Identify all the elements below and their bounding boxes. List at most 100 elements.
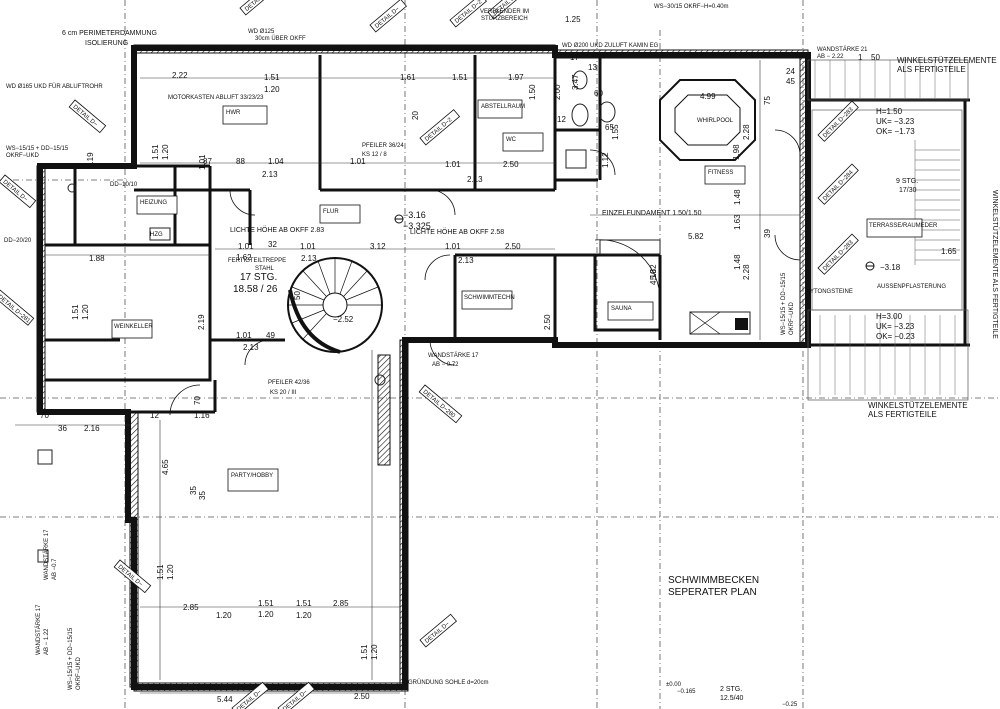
dim: 50: [871, 53, 880, 62]
note: AUSSENPFLASTERUNG: [877, 284, 946, 290]
note: DD−10/10: [110, 182, 138, 188]
note: −0.165: [677, 689, 696, 695]
note: 17 STG.: [240, 272, 277, 283]
room-label-boxes: [111, 99, 923, 492]
dim: 2.13: [301, 254, 317, 263]
dim: 2.13: [262, 170, 278, 179]
dim: 1.01: [198, 154, 207, 170]
note: WINKELSTÜTZELEMENTE ALS FERTIGTEILE: [991, 190, 999, 339]
note: WS−30/15 OKRF−H=0.40m: [654, 4, 729, 10]
dim: 17: [570, 53, 579, 62]
dim: 1.01: [445, 242, 461, 251]
note: UK= −3.23: [876, 117, 915, 126]
note: AB − 0.72: [432, 362, 459, 368]
dim: 70: [193, 396, 202, 405]
dim: 1.97: [508, 73, 524, 82]
annotations: 6 cm PERIMETERDAMMUNG ISOLIERUNG WD Ø125…: [4, 4, 999, 708]
sanitary-fixtures: [37, 70, 751, 563]
note: MOTORKASTEN ABLUFT 33/23/23: [168, 95, 264, 101]
dim: 2.50: [505, 242, 521, 251]
dim: 12: [150, 411, 159, 420]
note: 5.82: [688, 232, 704, 241]
dim: 1.51: [360, 644, 369, 660]
dim: 4.65: [161, 459, 170, 475]
room-name-whirlpool: WHIRLPOOL: [697, 118, 734, 124]
note: H=1.50: [876, 107, 903, 116]
dim: 1.25: [565, 15, 581, 24]
note: AB − 2.22: [817, 54, 844, 60]
note: GRÜNDUNG SOHLE d=20cm: [408, 679, 489, 686]
note: STURZBEREICH: [481, 16, 528, 22]
room-name-flur: FLUR: [323, 209, 339, 215]
dim: 13: [588, 63, 597, 72]
dimension-values: 2.22 1.51 1.20 1.61 1.51 1.97 1.25 1.50 …: [40, 15, 957, 704]
dim: 1.51: [151, 144, 160, 160]
dim: 5.44: [217, 695, 233, 704]
detail-tag: DETAIL D−280: [422, 389, 457, 420]
note: 1.20: [258, 610, 274, 619]
dim: 1.01: [350, 157, 366, 166]
dim: 2.16: [84, 424, 100, 433]
dim: 1.20: [161, 144, 170, 160]
note: ALS FERTIGTEILE: [868, 410, 937, 419]
dim: 60: [594, 89, 603, 98]
detail-tag: DETAIL D−2: [424, 117, 454, 143]
note: OKRF−UKD: [789, 301, 795, 335]
note: HZG: [150, 232, 163, 238]
dim: 1.62: [236, 253, 252, 262]
note: KS 12 / 8: [362, 152, 387, 158]
dim: 65: [605, 123, 614, 132]
dim: 2.13: [243, 343, 259, 352]
note: −0.25: [782, 702, 798, 708]
note: WS−15/15 + DD−15/15: [6, 146, 69, 152]
note: UK= −3.23: [876, 322, 915, 331]
dim: 20: [411, 111, 420, 120]
note: VERBLENDER IM: [480, 9, 529, 15]
dim: 1.88: [89, 254, 105, 263]
dim: 1.16: [194, 411, 210, 420]
dim: 3.12: [370, 242, 386, 251]
dim: 2.28: [742, 264, 751, 280]
note: FERTIGTEILTREPPE: [228, 258, 286, 264]
dim: 1.48: [733, 189, 742, 205]
dim: 2.50: [543, 314, 552, 330]
title-line-2: SEPERATER PLAN: [668, 587, 757, 598]
note: −3.16: [403, 210, 426, 220]
note: WS−15/15 + DD−15/15: [781, 272, 787, 335]
dim: 2.00: [553, 84, 562, 100]
dim: 50: [293, 291, 302, 300]
note: WS−15/15 + DD−15/15: [68, 627, 74, 690]
terrace-area: [807, 59, 969, 401]
level-markers: [394, 214, 875, 271]
dim: 87: [203, 157, 212, 166]
note: 12.5/40: [720, 695, 743, 702]
dim: 35: [189, 486, 198, 495]
room-name-wc: WC: [506, 137, 517, 143]
note: 30cm ÜBER OKFF: [255, 35, 306, 42]
dim: 1.20: [81, 304, 90, 320]
room-name-weinkeller: WEINKELLER: [114, 324, 153, 330]
whirlpool-tub: [659, 79, 756, 161]
note: YTONGSTEINE: [810, 289, 853, 295]
note: WD Ø125: [248, 29, 275, 35]
dim: 1.98: [732, 144, 741, 160]
detail-tag: DETAIL D−: [282, 689, 309, 709]
room-name-hwr: HWR: [226, 110, 241, 116]
detail-tag: DETAIL D−: [236, 689, 263, 709]
room-name-fitness: FITNESS: [708, 170, 733, 176]
room-name-schwimmtechn: SCHWIMMTECHN: [464, 295, 515, 301]
dim: 2.50: [354, 692, 370, 701]
room-names: HWR ABSTELLRAUM WC WHIRLPOOL 4.99 FITNES…: [114, 92, 938, 479]
note: ±0.00: [666, 682, 682, 688]
dim: 1.50: [528, 84, 537, 100]
dim: 1.65: [941, 247, 957, 256]
dim: 35: [198, 491, 207, 500]
note: 9 STG.: [896, 178, 918, 185]
note: AB − 1.22: [44, 628, 50, 655]
dim: 2.22: [172, 71, 188, 80]
title-line-1: SCHWIMMBECKEN: [668, 575, 759, 586]
dim: 1.51: [264, 73, 280, 82]
room-name-abstellraum: ABSTELLRAUM: [481, 104, 525, 110]
note: OKRF−UKD: [76, 656, 82, 690]
